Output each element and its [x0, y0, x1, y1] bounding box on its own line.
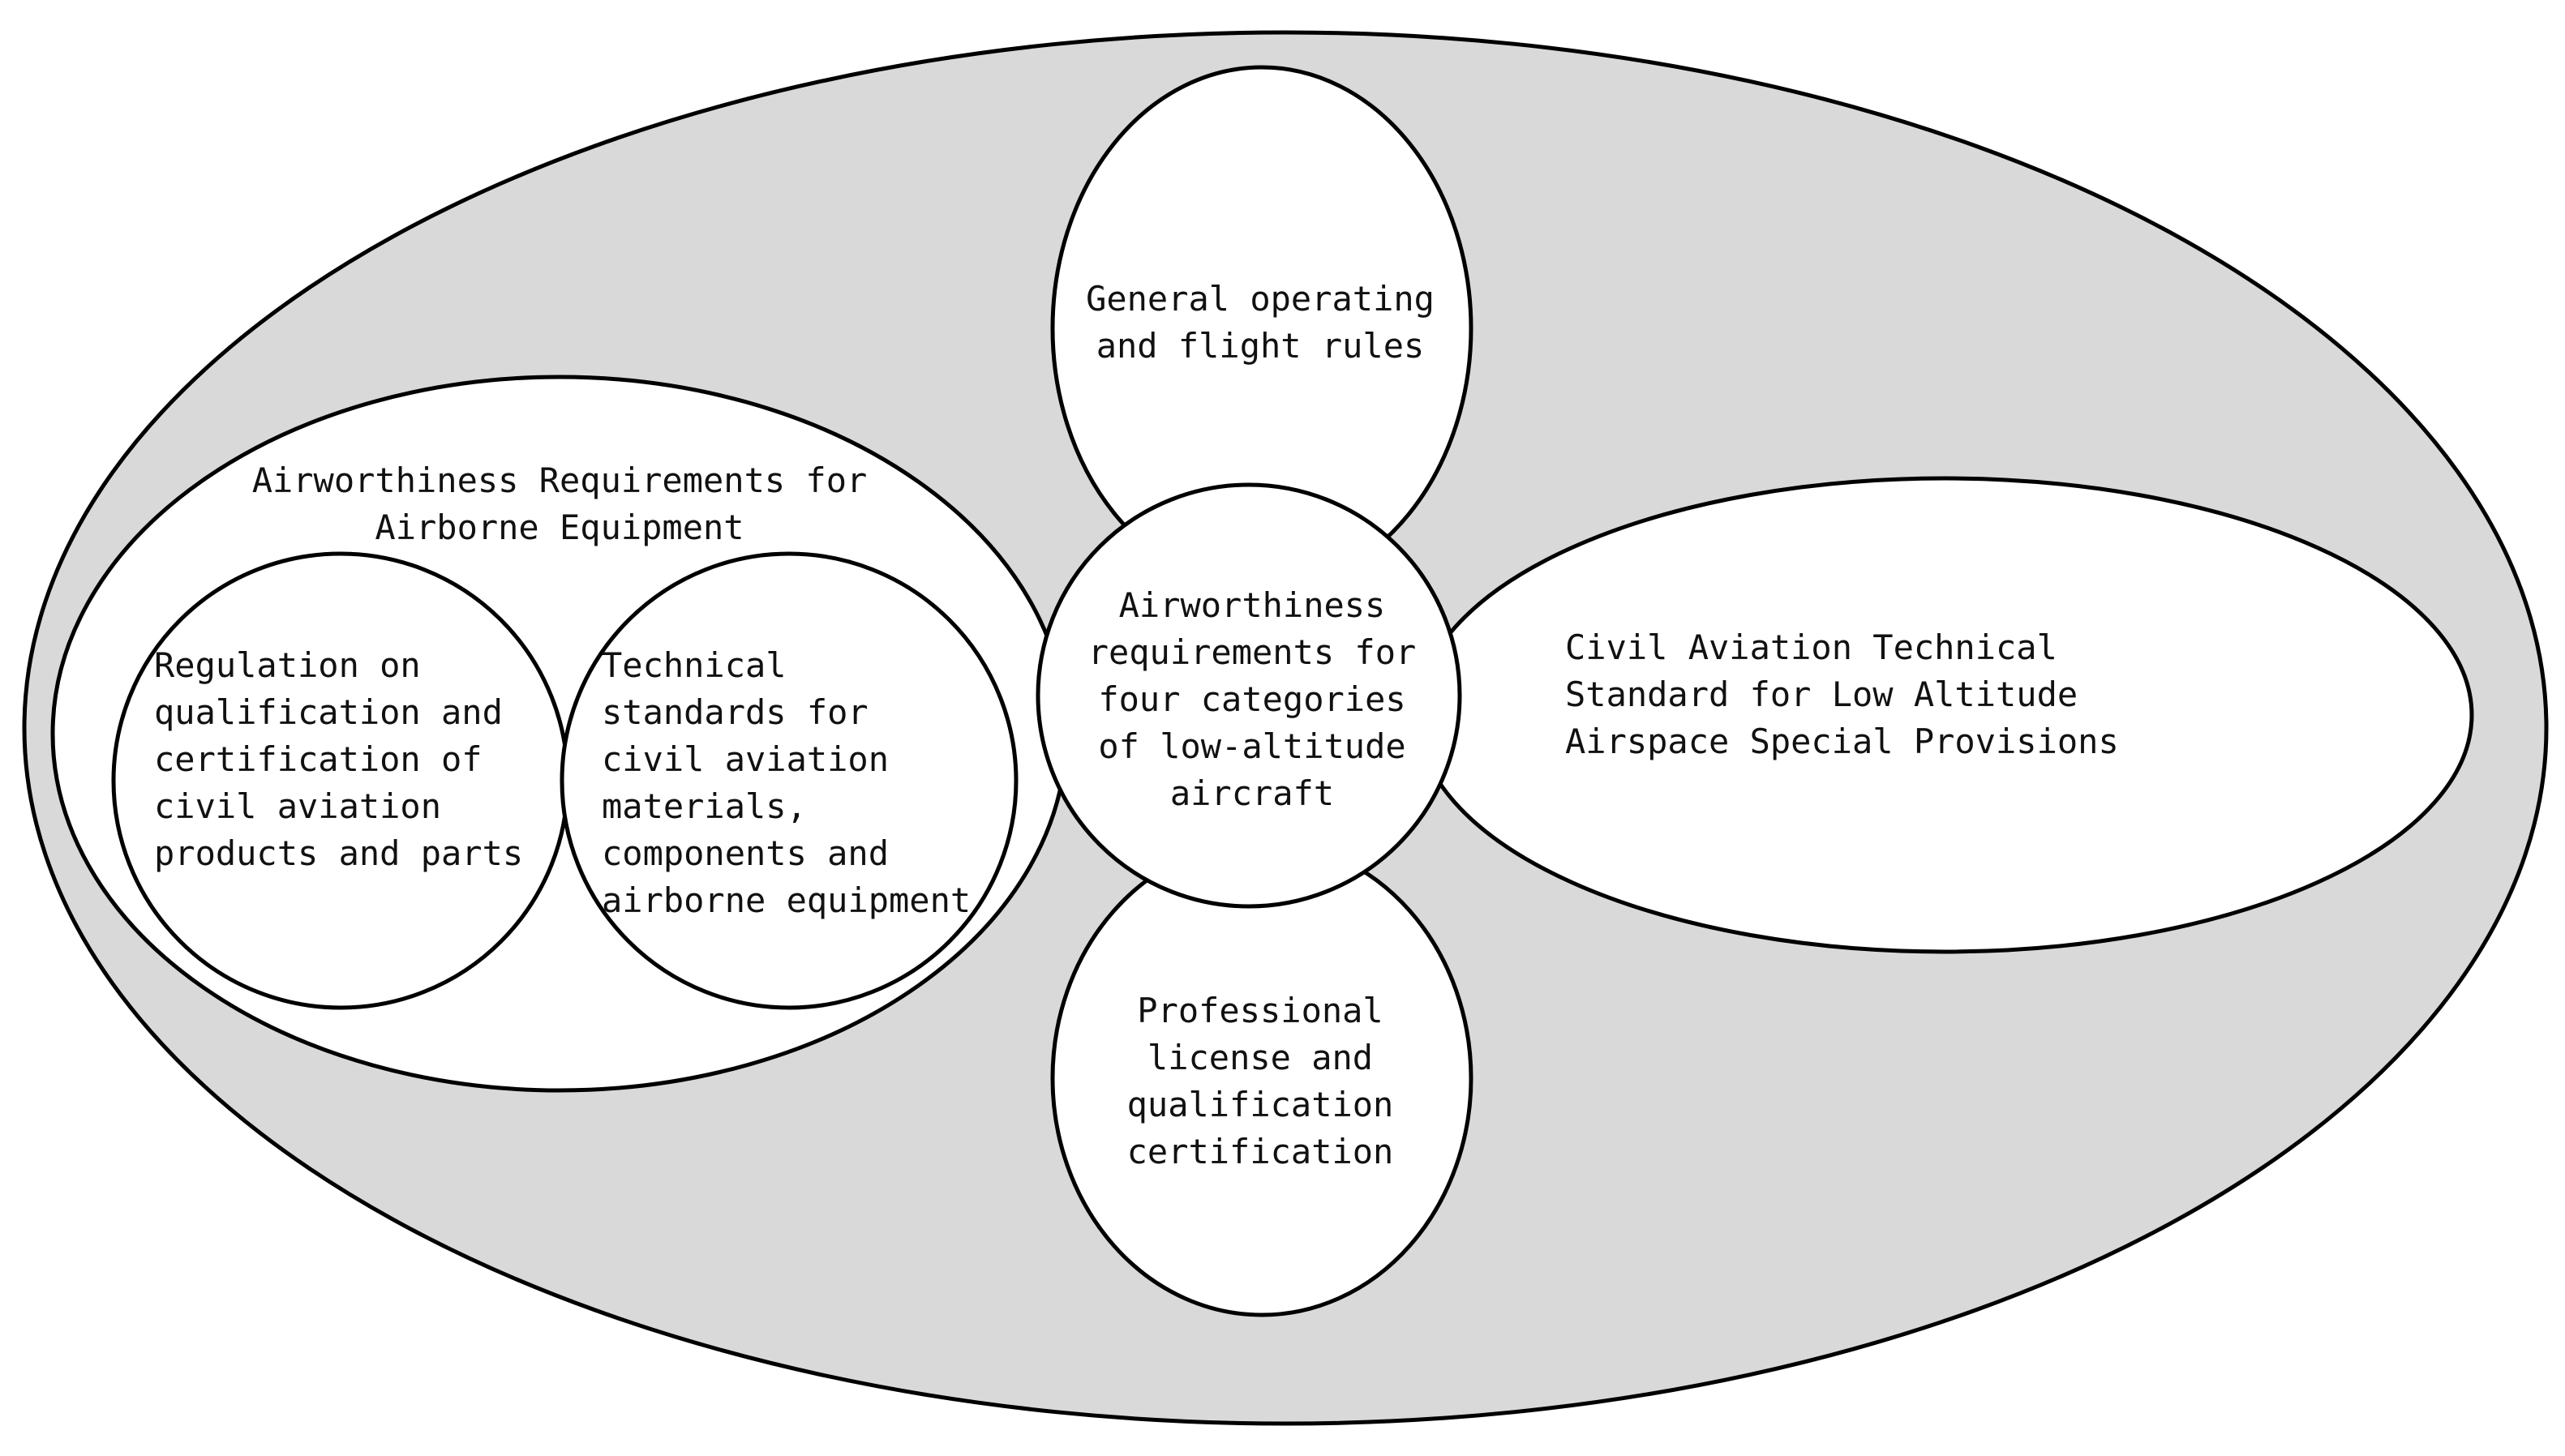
- general-rules-label: General operating and flight rules: [1086, 279, 1435, 366]
- civil-standard-label: Civil Aviation Technical Standard for Lo…: [1565, 627, 2119, 761]
- license-label: Professional license and qualification c…: [1126, 991, 1394, 1171]
- airborne-equipment-label: Airworthiness Requirements for Airborne …: [251, 460, 868, 547]
- center-circle: [1036, 482, 1462, 909]
- regulation-label: Regulation on qualification and certific…: [154, 645, 524, 873]
- technical-standards-label: Technical standards for civil aviation m…: [602, 645, 972, 920]
- center-label: Airworthiness requirements for four cate…: [1087, 585, 1417, 813]
- technical-standards-circle: [560, 551, 1019, 1010]
